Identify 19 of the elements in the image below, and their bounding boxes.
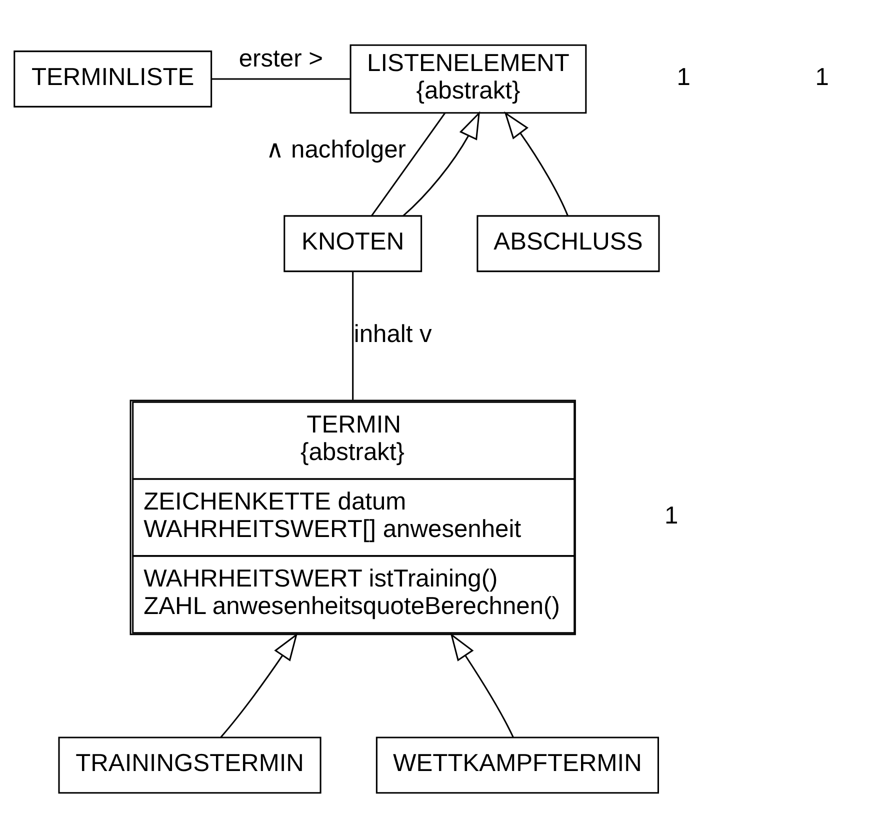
arrow [220,632,298,738]
connector [211,78,350,80]
label: 1 [676,63,690,90]
node-box: TRAININGSTERMIN [58,736,322,794]
arrow [402,110,480,216]
node-box: KNOTEN [284,214,422,272]
node-box: WETTKAMPFTERMIN [376,736,659,794]
edge-label: inhalt v [354,320,432,348]
connector [352,271,354,400]
arrow [504,110,568,216]
edge-label: ∧ nachfolger [266,136,406,163]
node-box: ABSCHLUSS [476,214,660,272]
node-box: TERMINLISTE [14,50,212,107]
label: 1 [664,502,678,529]
node-box: LISTENELEMENT {abstrakt} [350,44,587,114]
connector [370,112,446,216]
arrow [450,632,514,738]
label: 1 [815,63,829,90]
edge-label: erster > [238,44,323,72]
